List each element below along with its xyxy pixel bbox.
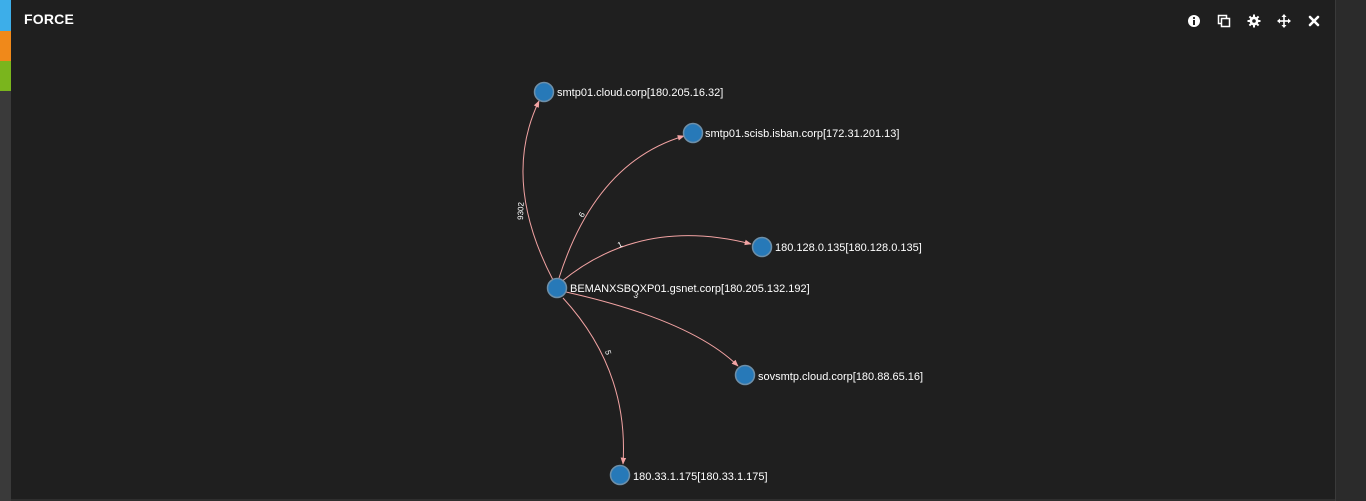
panel-title: FORCE — [24, 11, 74, 27]
edge-path — [560, 235, 752, 283]
graph-node-180-33-1-175[interactable]: 180.33.1.175[180.33.1.175] — [609, 464, 768, 486]
node-circle[interactable] — [533, 81, 555, 103]
right-scrollbar-rail[interactable] — [1335, 0, 1366, 501]
node-circle[interactable] — [609, 464, 631, 486]
node-circle[interactable] — [751, 236, 773, 258]
edge-label: 1 — [616, 240, 624, 250]
edge-path — [562, 297, 627, 465]
copy-button[interactable] — [1215, 12, 1233, 30]
settings-button[interactable] — [1245, 12, 1263, 30]
graph-edge[interactable]: 1 — [560, 235, 752, 283]
edge-path — [565, 291, 739, 367]
node-circle[interactable] — [546, 277, 568, 299]
graph-edge[interactable]: 6 — [558, 135, 685, 279]
accent-swatch-blue[interactable] — [0, 0, 11, 31]
graph-edge[interactable]: 9302 — [516, 100, 554, 281]
force-panel: FORCE — [11, 0, 1335, 501]
node-label: 180.128.0.135[180.128.0.135] — [775, 242, 922, 254]
panel-toolbar — [1185, 12, 1323, 30]
move-button[interactable] — [1275, 12, 1293, 30]
graph-edge[interactable]: 5 — [562, 297, 627, 465]
graph-node-center[interactable]: BEMANXSBOXP01.gsnet.corp[180.205.132.192… — [546, 277, 810, 299]
node-label: 180.33.1.175[180.33.1.175] — [633, 471, 768, 483]
node-circle[interactable] — [734, 364, 756, 386]
nodes-layer: BEMANXSBOXP01.gsnet.corp[180.205.132.192… — [533, 81, 924, 486]
node-label: smtp01.scisb.isban.corp[172.31.201.13] — [705, 128, 899, 140]
info-icon — [1188, 15, 1200, 27]
edge-label: 3 — [632, 290, 640, 300]
node-label: BEMANXSBOXP01.gsnet.corp[180.205.132.192… — [570, 283, 810, 295]
left-rail — [0, 0, 11, 501]
gear-icon — [1247, 14, 1261, 28]
info-button[interactable] — [1185, 12, 1203, 30]
edge-label: 6 — [577, 210, 587, 219]
accent-swatch-orange[interactable] — [0, 31, 11, 61]
close-icon — [1308, 15, 1320, 27]
node-label: sovsmtp.cloud.corp[180.88.65.16] — [758, 371, 923, 383]
graph-edge[interactable]: 3 — [565, 290, 739, 367]
node-circle[interactable] — [682, 122, 704, 144]
close-button[interactable] — [1305, 12, 1323, 30]
edge-label: 9302 — [516, 201, 526, 220]
node-label: smtp01.cloud.corp[180.205.16.32] — [557, 87, 723, 99]
force-graph[interactable]: 9302 6 1 3 5 — [11, 0, 1335, 499]
copy-icon — [1217, 14, 1231, 28]
edge-path — [522, 100, 554, 281]
graph-node-smtp01-scisb[interactable]: smtp01.scisb.isban.corp[172.31.201.13] — [682, 122, 900, 144]
move-icon — [1277, 14, 1291, 28]
graph-node-180-128-0-135[interactable]: 180.128.0.135[180.128.0.135] — [751, 236, 922, 258]
edges-layer: 9302 6 1 3 5 — [516, 100, 752, 465]
graph-node-smtp01-cloud[interactable]: smtp01.cloud.corp[180.205.16.32] — [533, 81, 724, 103]
graph-node-sovsmtp[interactable]: sovsmtp.cloud.corp[180.88.65.16] — [734, 364, 924, 386]
edge-label: 5 — [603, 349, 613, 356]
edge-path — [558, 135, 685, 279]
accent-swatch-green[interactable] — [0, 61, 11, 91]
